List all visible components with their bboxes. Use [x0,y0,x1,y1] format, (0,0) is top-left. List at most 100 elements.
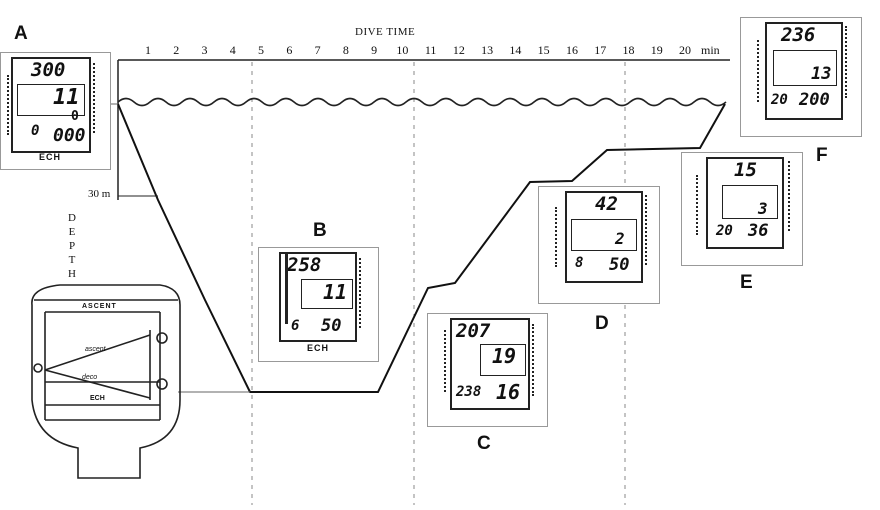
label-f: F [816,145,828,166]
depth-letter: P [68,240,76,252]
time-tick-label: 18 [622,43,635,57]
computer-f-left-bar [757,40,759,102]
computer-panel-c: 207 19 238 16 [427,313,548,427]
computer-panel-a: 300 11 0 0 000 ECH [0,52,111,170]
computer-panel-d: 42 2 8 50 [538,186,660,304]
computer-a-right-bar [93,63,95,133]
computer-c-mid-box [480,344,526,376]
computer-b-left-bar [285,254,288,324]
computer-e-mid-value: 3 [758,199,768,218]
time-tick-label: 16 [565,43,578,57]
computer-a-bl-value: 0 [31,123,40,139]
computer-a-left-bar [7,75,9,135]
time-gridlines [251,62,626,505]
computer-c-top-value: 207 [456,320,491,342]
depth-letter: H [68,268,76,280]
computer-f-right-bar [845,26,847,98]
computer-e-mid-box [722,185,778,219]
computer-panel-f: 236 13 20 200 [740,17,862,137]
computer-c-bl-value: 238 [456,384,482,400]
computer-a-right-value: 0 [71,109,79,124]
computer-b-mid-value: 11 [323,280,348,304]
time-tick-label: 6 [286,43,293,57]
computer-d-mid-value: 2 [615,229,625,248]
computer-c-display: 207 19 238 16 [450,318,530,410]
computer-a-br-value: 000 [53,125,86,146]
computer-f-bl-value: 20 [771,92,788,108]
computer-c-right-bar [532,324,534,396]
depth-letter: D [68,212,76,224]
time-tick-label: 13 [481,43,494,57]
time-tick-label: 20 [679,43,691,57]
label-d: D [595,313,609,334]
dive-time-title: DIVE TIME [355,26,416,38]
time-tick-label: 7 [314,43,321,57]
computer-b-top-value: 258 [287,254,322,276]
computer-b-display: 258 11 6 50 [279,252,357,342]
computer-a-mid-box [17,84,85,116]
time-unit-label: min [701,43,720,57]
console-top-label: ASCENT [82,303,117,310]
computer-c-br-value: 16 [496,380,521,404]
time-tick-label: 4 [229,43,236,57]
time-tick-label: 2 [173,43,180,57]
time-tick-label: 1 [145,43,151,57]
computer-d-display: 42 2 8 50 [565,191,643,283]
computer-e-right-bar [788,161,790,231]
computer-d-mid-box [571,219,637,251]
computer-a-mid-value: 11 [53,85,80,110]
dive-profile-line [117,103,726,393]
computer-e-display: 15 3 20 36 [706,157,784,249]
time-tick-label: 15 [537,43,550,57]
computer-panel-e: 15 3 20 36 [681,152,803,266]
computer-f-mid-box [773,50,837,86]
time-tick-label: 9 [371,43,378,57]
console-bottom-label: ECH [90,395,105,402]
water-surface [117,97,727,107]
time-tick-label: 19 [650,43,663,57]
label-e: E [740,272,753,293]
console-deco-label: deco [82,374,98,381]
computer-a-display: 300 11 0 0 000 [11,57,91,153]
computer-d-left-bar [555,207,557,267]
computer-b-bl-value: 6 [291,318,300,334]
computer-f-display: 236 13 20 200 [765,22,843,120]
time-tick-label: 5 [258,43,265,57]
time-tick-label: 17 [594,43,607,57]
console-ascent-label: ascent [85,346,106,353]
computer-b-mid-box [301,279,353,309]
computer-d-top-value: 42 [595,193,618,215]
time-tick-label: 14 [509,43,522,57]
label-c: C [477,433,491,454]
computer-e-bl-value: 20 [716,223,733,239]
computer-e-top-value: 15 [734,159,757,181]
computer-d-right-bar [645,195,647,265]
label-a: A [14,23,28,44]
time-tick-label: 11 [424,43,437,57]
time-tick-label: 3 [201,43,208,57]
depth-30m-label: 30 m [88,188,111,200]
time-tick-label: 12 [452,43,465,57]
computer-f-br-value: 200 [799,90,830,110]
depth-letter: T [68,254,76,266]
computer-a-top-value: 300 [31,59,66,81]
console-outline [31,284,181,479]
label-b: B [313,220,327,241]
time-tick-label: 8 [342,43,349,57]
computer-c-mid-value: 19 [492,344,517,368]
computer-f-mid-value: 13 [811,64,832,84]
depth-letter: E [68,226,76,238]
computer-a-caption: ECH [39,152,62,162]
computer-b-caption: ECH [307,343,330,353]
computer-panel-b: 258 11 6 50 ECH [258,247,379,362]
computer-b-right-bar [359,258,361,328]
computer-c-left-bar [444,330,446,392]
computer-e-br-value: 36 [748,221,769,241]
computer-d-bl-value: 8 [575,255,584,271]
computer-d-br-value: 50 [609,255,630,275]
computer-f-top-value: 236 [781,24,816,46]
computer-e-left-bar [696,175,698,235]
time-tick-label: 10 [396,43,409,57]
computer-b-br-value: 50 [321,316,342,336]
